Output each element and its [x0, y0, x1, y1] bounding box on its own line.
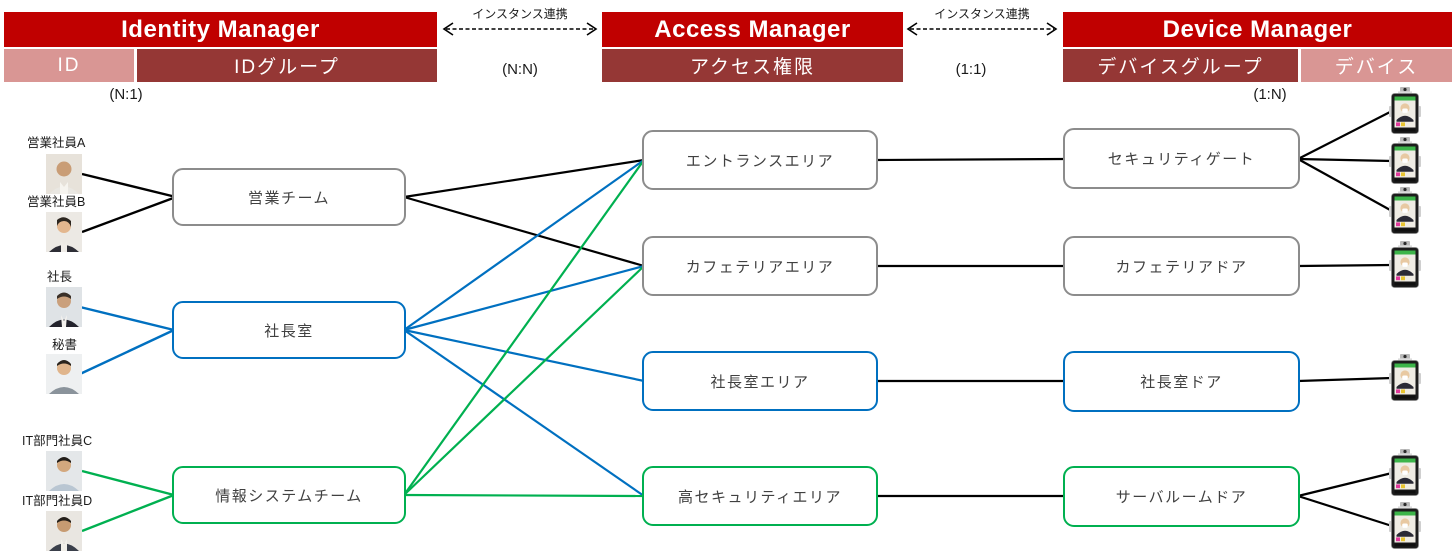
device-icon: [1388, 354, 1422, 402]
connection-line: [875, 157, 1066, 162]
device-icon: [1388, 502, 1422, 550]
connection-line: [81, 195, 177, 234]
connection-line: [403, 493, 645, 498]
user-to-group-lines-black: [81, 172, 177, 234]
instance-link-arrow-right: [906, 22, 1058, 36]
device-icon: [1388, 241, 1422, 289]
avatar-secretary: [46, 354, 82, 394]
group-to-area-lines-blue: [403, 159, 645, 497]
device-group-box-security-gate: セキュリティゲート: [1063, 128, 1300, 189]
user-to-group-lines-blue: [79, 305, 175, 376]
access-area-box-president-room: 社長室エリア: [642, 351, 878, 411]
connection-line: [403, 195, 645, 268]
user-label-it-d: IT部門社員D: [22, 494, 93, 508]
connection-line: [403, 265, 645, 496]
device-group-box-server-room-door: サーバルームドア: [1063, 466, 1300, 527]
device-icon: [1388, 449, 1422, 497]
access-area-box-cafeteria: カフェテリアエリア: [642, 236, 878, 296]
user-label-president: 社長: [47, 270, 73, 284]
connection-line: [403, 329, 645, 497]
avatar-sales-a: [46, 154, 82, 194]
instance-link-label-right: インスタンス連携: [934, 7, 1030, 21]
id-subheader: ID: [4, 49, 134, 82]
connection-line: [81, 172, 177, 199]
device-icon: [1388, 87, 1422, 135]
device-group-box-president-door: 社長室ドア: [1063, 351, 1300, 412]
connection-line: [1297, 263, 1393, 268]
connection-line: [79, 305, 175, 332]
user-label-sales-b: 営業社員B: [27, 195, 86, 209]
id-group-box-sales-team: 営業チーム: [172, 168, 406, 226]
id-group-subheader: IDグループ: [137, 49, 437, 82]
device-icon: [1388, 137, 1422, 185]
avatar-sales-b: [46, 212, 82, 252]
device-subheader: デバイス: [1301, 49, 1452, 82]
device-group-box-cafeteria-door: カフェテリアドア: [1063, 236, 1300, 296]
avatar-president: [46, 287, 82, 327]
connection-line: [79, 328, 175, 376]
cardinality-1-n: (1:N): [1253, 86, 1287, 103]
connection-line: [1297, 471, 1393, 498]
connection-line: [403, 264, 645, 332]
avatar-it-c: [46, 451, 82, 491]
connection-line: [1297, 157, 1393, 163]
devicegroup-to-device-lines: [1297, 110, 1393, 528]
connection-line: [1297, 376, 1393, 383]
device-group-subheader: デバイスグループ: [1063, 49, 1298, 82]
avatar-it-d: [46, 511, 82, 551]
id-group-box-president-office: 社長室: [172, 301, 406, 359]
access-area-box-high-security: 高セキュリティエリア: [642, 466, 878, 526]
cardinality-n-n: (N:N): [502, 61, 538, 78]
user-label-it-c: IT部門社員C: [22, 434, 93, 448]
connection-line: [403, 158, 645, 199]
cardinality-1-1: (1:1): [955, 61, 987, 78]
id-group-box-it-team: 情報システムチーム: [172, 466, 406, 524]
user-to-group-lines-green: [81, 469, 175, 533]
group-to-area-lines-green: [403, 159, 645, 498]
user-label-secretary: 秘書: [52, 338, 78, 352]
group-to-area-lines-black: [403, 158, 645, 268]
area-to-devicegroup-lines: [875, 157, 1066, 498]
connection-line: [403, 159, 645, 331]
connection-line: [403, 159, 645, 496]
connection-line: [81, 469, 175, 497]
connection-line: [1297, 158, 1393, 212]
instance-link-arrow-left: [442, 22, 598, 36]
user-label-sales-a: 営業社員A: [27, 136, 86, 150]
device-manager-header: Device Manager: [1063, 12, 1452, 47]
access-manager-header: Access Manager: [602, 12, 903, 47]
device-icon: [1388, 187, 1422, 235]
connection-line: [403, 328, 645, 383]
access-area-box-entrance: エントランスエリア: [642, 130, 878, 190]
connection-line: [1297, 110, 1393, 160]
access-rights-subheader: アクセス権限: [602, 49, 903, 82]
instance-link-label-left: インスタンス連携: [472, 7, 568, 21]
connection-line: [1297, 494, 1393, 528]
connection-line: [81, 493, 175, 533]
identity-manager-header: Identity Manager: [4, 12, 437, 47]
cardinality-n-1: (N:1): [109, 86, 143, 103]
